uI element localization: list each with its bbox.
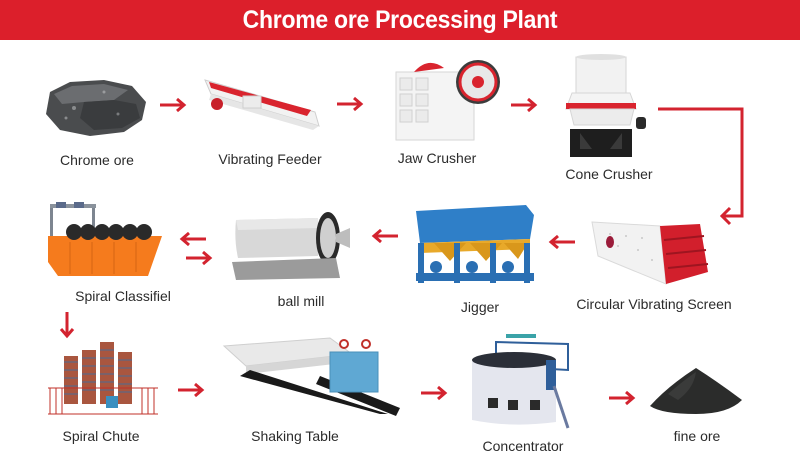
arrow-right-icon [335,96,365,112]
jaw-crusher-icon [392,52,502,144]
step-label: Vibrating Feeder [218,151,322,167]
step-label: fine ore [673,428,721,444]
arrow-right-icon [176,382,206,398]
step-label: Chrome ore [60,152,134,168]
step-label: Jigger [460,299,500,315]
ball-mill-icon [232,210,356,282]
concentrator-icon [468,332,586,432]
step-label: Cone Crusher [565,166,653,182]
arrow-down-icon [59,312,75,342]
cone-crusher-icon [562,53,672,161]
step-label: Spiral Chute [62,428,140,444]
spiral-classifier-icon [44,202,168,282]
ore-rock-icon [44,78,150,138]
vibrating-feeder-icon [203,74,323,134]
page-title: Chrome ore Processing Plant [242,5,558,34]
arrow-right-icon [607,390,637,406]
vibrating-screen-icon [590,220,720,286]
arrow-right-icon [419,385,449,401]
fine-ore-pile-icon [648,364,744,416]
step-label: Concentrator [482,438,564,454]
arrow-elbow-down-left-icon [658,104,748,226]
arrow-left-icon [370,228,400,244]
arrow-right-icon [158,97,188,113]
arrow-right-icon [509,97,539,113]
step-label: Spiral Classifiel [75,288,171,304]
jigger-icon [414,203,540,285]
arrow-bidirectional-icon [178,232,216,266]
arrow-left-icon [547,234,577,250]
step-label: Jaw Crusher [397,150,477,166]
spiral-chute-icon [46,340,160,416]
step-label: Shaking Table [251,428,339,444]
step-label: Circular Vibrating Screen [576,296,732,312]
title-banner: Chrome ore Processing Plant [0,0,800,40]
shaking-table-icon [220,336,404,418]
step-label: ball mill [277,293,325,309]
